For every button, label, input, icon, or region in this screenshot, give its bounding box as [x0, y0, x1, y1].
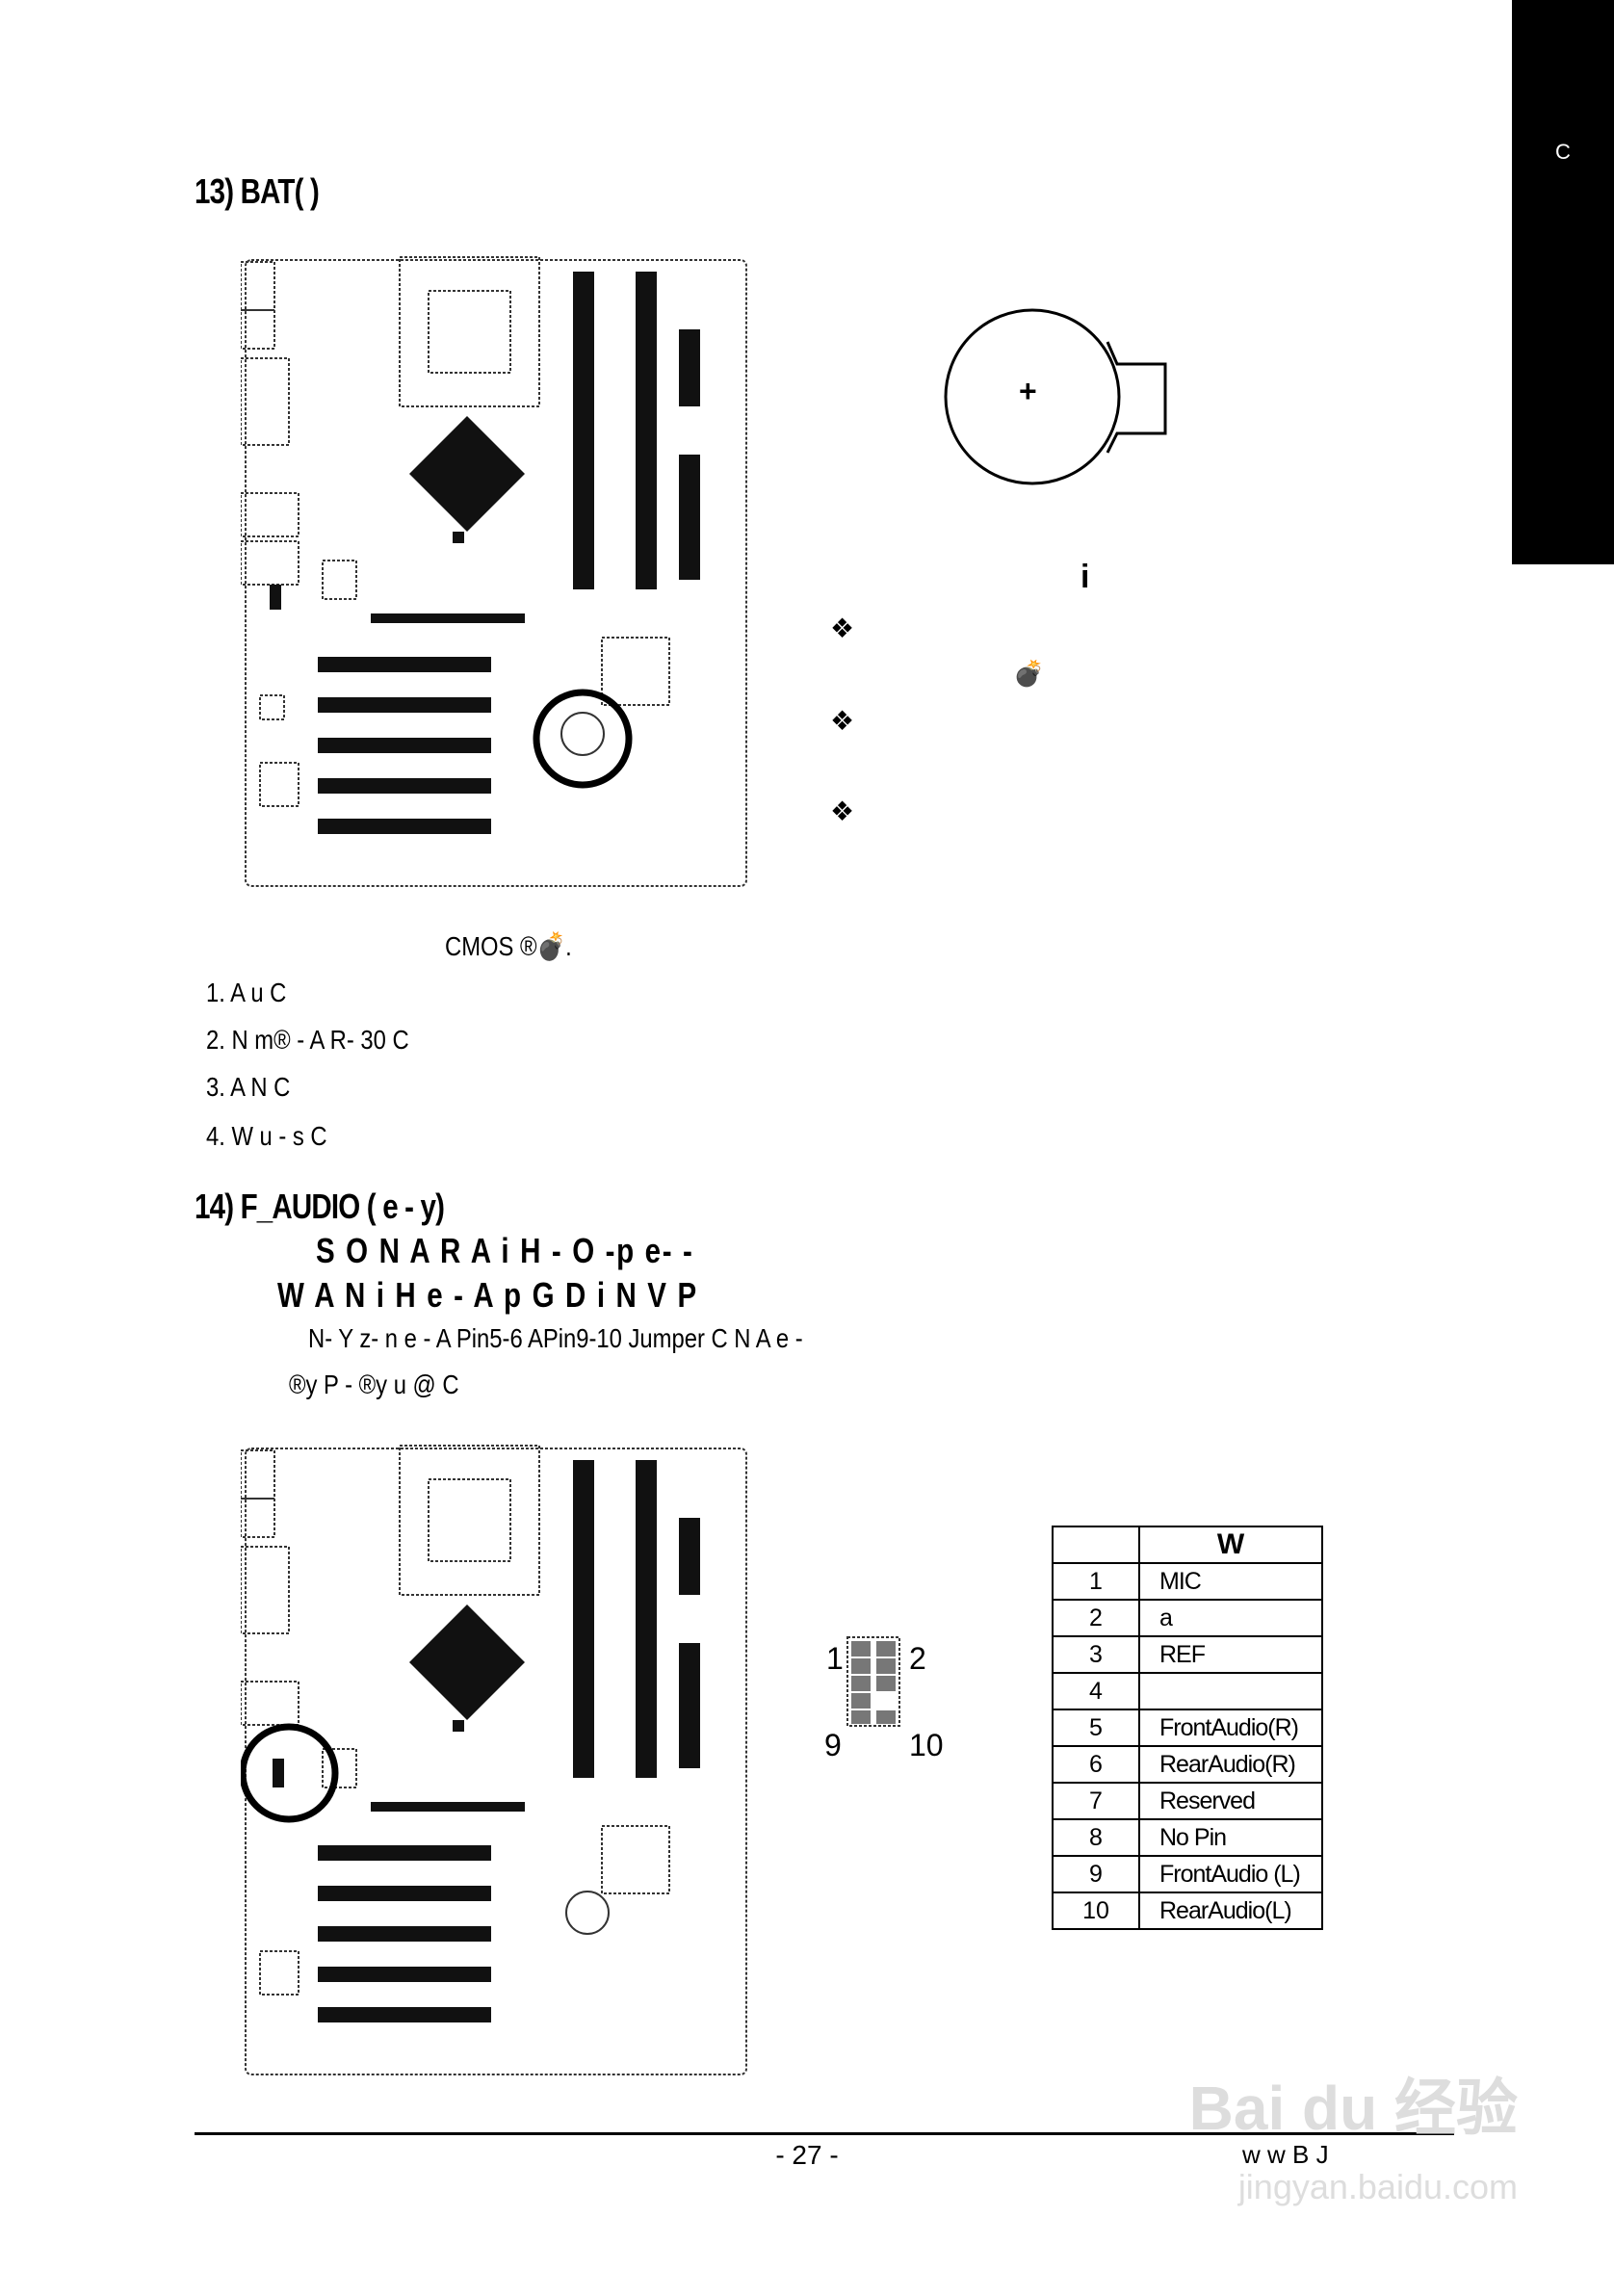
- footer-rule: [195, 2132, 1454, 2135]
- baidu-watermark-logo: Bai du 经验: [1188, 2074, 1518, 2143]
- footer-right-text: w w B J: [1242, 2140, 1329, 2169]
- step-2: 2. N m® - A R- 30 C: [206, 1025, 409, 1055]
- f-audio-desc-line-2: W A N i H e - A p G D i N V P: [277, 1275, 698, 1315]
- pin-number: 9: [1052, 1855, 1140, 1893]
- pin-definition: MIC: [1138, 1562, 1323, 1601]
- battery-diagram: [944, 308, 1167, 485]
- battery-plus-sign: +: [1019, 374, 1037, 408]
- warning-bullet-2: ❖: [830, 706, 855, 736]
- pin-number: 10: [1052, 1892, 1140, 1930]
- motherboard-diagram-battery: [241, 256, 747, 887]
- pin-number: 1: [1052, 1562, 1140, 1601]
- pin-definition: FrontAudio(R): [1138, 1709, 1323, 1747]
- pin-definition: RearAudio(R): [1138, 1745, 1323, 1784]
- step-4: 4. W u - s C: [206, 1121, 327, 1151]
- info-title: i: [1080, 559, 1090, 595]
- chapter-tab: C: [1512, 0, 1614, 564]
- bomb-icon: 💣: [1013, 659, 1045, 688]
- section-14-heading: 14) F_AUDIO ( e - y): [195, 1187, 445, 1226]
- pin-definition: REF: [1138, 1635, 1323, 1674]
- section-13-heading: 13) BAT( ): [195, 171, 320, 211]
- pin-definition: RearAudio(L): [1138, 1892, 1323, 1930]
- table-row: 2 a: [1052, 1599, 1323, 1637]
- pin-number: 3: [1052, 1635, 1140, 1674]
- motherboard-diagram-audio: [241, 1445, 747, 2075]
- f-audio-desc-line-4: ®y P - ®y u @ C: [289, 1370, 459, 1399]
- pin-number: 5: [1052, 1709, 1140, 1747]
- step-3: 3. A N C: [206, 1072, 291, 1102]
- f-audio-desc-line-3: N- Y z- n e - A Pin5-6 APin9-10 Jumper C…: [308, 1323, 803, 1353]
- pin-number: 2: [1052, 1599, 1140, 1637]
- f-audio-pin-header: [846, 1636, 900, 1727]
- f-audio-desc-line-1: S O N A R A i H - O -p e- -: [316, 1231, 694, 1270]
- pin-label-1: 1: [826, 1641, 844, 1676]
- chapter-tab-label: C: [1555, 140, 1571, 164]
- pin-number: 4: [1052, 1672, 1140, 1710]
- cmos-line: CMOS ®💣.: [445, 931, 572, 961]
- table-header-definition: W: [1138, 1526, 1323, 1564]
- table-header-pin: [1052, 1526, 1140, 1564]
- pin-label-10: 10: [909, 1728, 944, 1762]
- pin-definition: FrontAudio (L): [1138, 1855, 1323, 1893]
- baidu-watermark-url: jingyan.baidu.com: [1237, 2167, 1518, 2206]
- pin-definition: a: [1138, 1599, 1323, 1637]
- pin-number: 8: [1052, 1818, 1140, 1857]
- pin-number: 6: [1052, 1745, 1140, 1784]
- pin-label-2: 2: [909, 1641, 926, 1676]
- pin-definition: [1138, 1672, 1323, 1710]
- table-row: 4: [1052, 1672, 1323, 1710]
- warning-bullet-3: ❖: [830, 796, 855, 826]
- page-number: - 27 -: [775, 2140, 839, 2170]
- table-header-row: W: [1052, 1526, 1323, 1564]
- pin-number: 7: [1052, 1782, 1140, 1820]
- pin-definition: Reserved: [1138, 1782, 1323, 1820]
- step-1: 1. A u C: [206, 978, 287, 1007]
- warning-bullet-1: ❖: [830, 613, 855, 643]
- pin-definition: No Pin: [1138, 1818, 1323, 1857]
- pin-label-9: 9: [824, 1728, 842, 1762]
